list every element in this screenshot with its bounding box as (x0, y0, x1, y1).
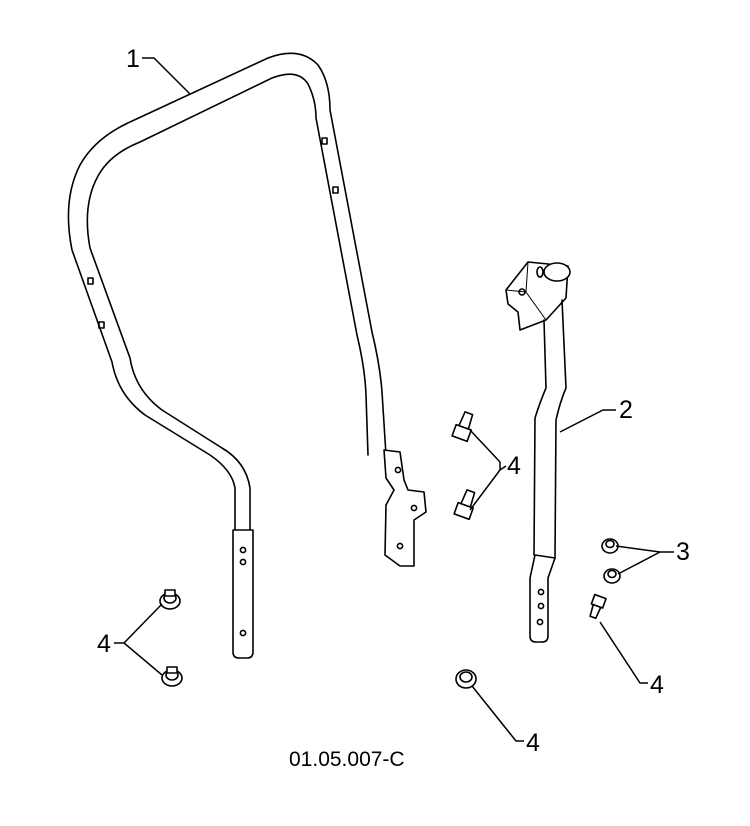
hoop-tab (332, 186, 339, 194)
leader-3 (615, 545, 674, 575)
post-top-pin (536, 266, 544, 278)
fastener-bolt (451, 411, 474, 443)
leader-4-bottom (471, 685, 524, 742)
callout-4-right: 4 (650, 671, 664, 699)
drawing-code: 01.05.007-C (289, 748, 405, 771)
callout-4-left: 4 (97, 630, 111, 658)
post-bracket-hole (518, 288, 526, 296)
hoop-right-foot-plate (383, 449, 427, 567)
callout-1: 1 (126, 45, 140, 73)
fastener-flange-nut (159, 589, 181, 610)
hoop-left-hole-1 (239, 546, 247, 554)
hoop-tube-outer (67, 52, 387, 533)
leader-1 (142, 57, 191, 95)
fastener-nut (601, 538, 619, 554)
fastener-bolt-small (589, 593, 607, 620)
post-upper-tube (533, 299, 567, 559)
leader-4-mid (469, 429, 507, 511)
fastener-flange-nut (455, 669, 477, 689)
hoop-tab (98, 321, 105, 329)
fastener-bolt (453, 489, 476, 521)
post-hole-1 (537, 588, 545, 596)
callout-4-bottom: 4 (526, 729, 540, 757)
post-lower-plate (529, 554, 556, 643)
hoop-left-hole-3 (239, 629, 247, 637)
post-top-tube-end (543, 262, 571, 282)
hoop-right-hole-1 (394, 466, 402, 474)
fastener-flange-nut (161, 666, 183, 687)
hoop-right-hole-3 (396, 542, 404, 550)
leader-4-left (114, 603, 163, 676)
leader-2 (559, 409, 616, 433)
callout-2: 2 (619, 396, 633, 424)
fastener-nut (603, 568, 621, 584)
callout-4-mid: 4 (507, 452, 521, 480)
hoop-right-hole-2 (410, 504, 418, 512)
callout-3: 3 (676, 538, 690, 566)
hoop-tab (321, 137, 328, 145)
hoop-left-foot-plate (232, 529, 254, 659)
post-hole-3 (536, 618, 544, 626)
hoop-tab (87, 277, 94, 285)
part-2-support-post (505, 261, 571, 643)
hoop-left-hole-2 (239, 558, 247, 566)
part-1-hoop-frame (67, 52, 427, 659)
post-hole-2 (537, 602, 545, 610)
hoop-tube-inner (86, 73, 369, 536)
leader-4-right (599, 621, 648, 684)
